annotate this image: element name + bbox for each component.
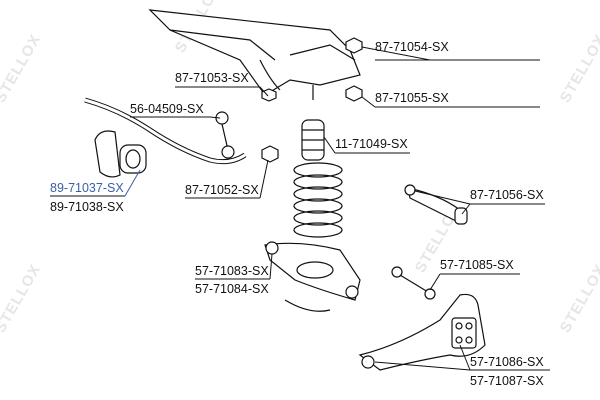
part-label-87-71052-sx[interactable]: 87-71052-SX xyxy=(185,183,259,197)
trailing-arm xyxy=(358,293,486,371)
stabilizer-bushing xyxy=(94,130,147,178)
lower-arm xyxy=(264,241,361,312)
part-label-87-71056-sx[interactable]: 87-71056-SX xyxy=(470,188,544,202)
bump-stop xyxy=(301,85,325,161)
part-label-11-71049-sx[interactable]: 11-71049-SX xyxy=(335,137,408,151)
part-label-57-71084-sx[interactable]: 57-71084-SX xyxy=(195,282,269,296)
part-label-87-71054-sx[interactable]: 87-71054-SX xyxy=(375,40,449,54)
subframe xyxy=(148,9,361,96)
part-label-87-71053-sx[interactable]: 87-71053-SX xyxy=(175,71,249,85)
part-label-57-71085-sx[interactable]: 57-71085-SX xyxy=(440,258,514,272)
part-label-57-71086-sx[interactable]: 57-71086-SX xyxy=(470,355,544,369)
part-label-87-71055-sx[interactable]: 87-71055-SX xyxy=(375,91,449,105)
leader-lines xyxy=(50,46,550,371)
upper-arm xyxy=(404,184,468,225)
coil-spring xyxy=(293,162,343,238)
toe-link xyxy=(391,266,436,300)
stabilizer-link xyxy=(215,111,235,159)
part-label-57-71087-sx[interactable]: 57-71087-SX xyxy=(470,374,544,388)
part-label-57-71083-sx[interactable]: 57-71083-SX xyxy=(195,264,269,278)
part-label-56-04509-sx[interactable]: 56-04509-SX xyxy=(130,102,204,116)
part-label-89-71037-sx[interactable]: 89-71037-SX xyxy=(50,181,124,195)
part-label-89-71038-sx[interactable]: 89-71038-SX xyxy=(50,200,124,214)
nuts xyxy=(261,37,363,163)
